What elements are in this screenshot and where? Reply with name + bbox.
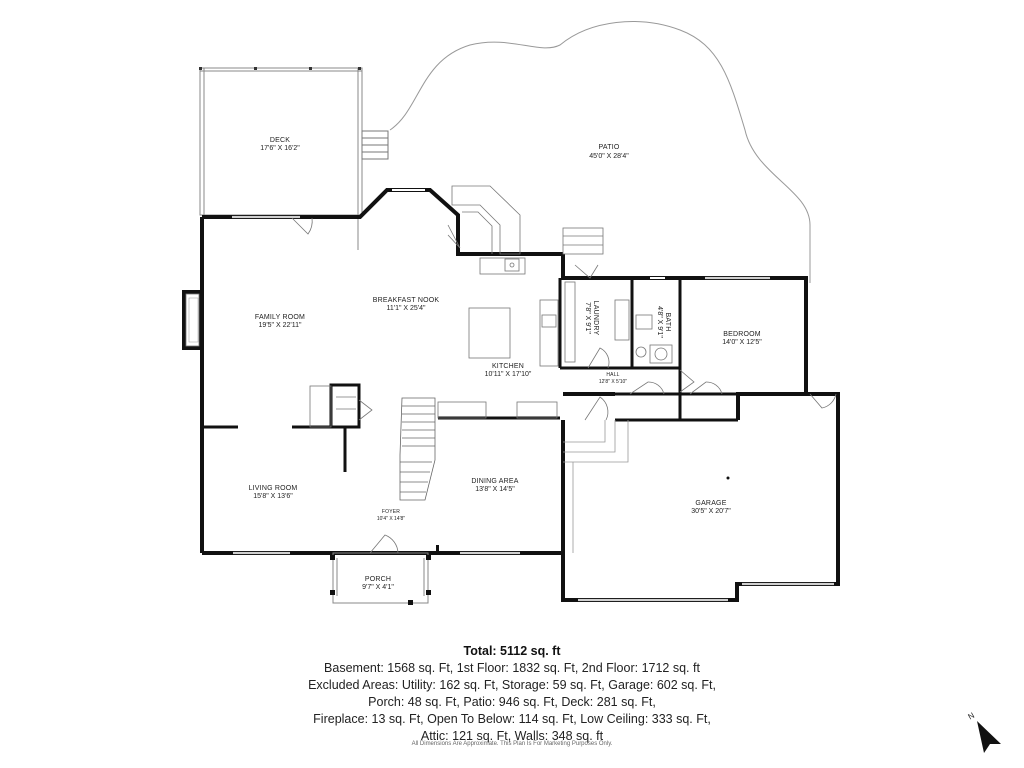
family-room-label: FAMILY ROOM: [255, 314, 305, 321]
door-marker: [436, 545, 439, 553]
breakfast-nook-dimensions: 11'1" X 25'4": [386, 305, 426, 312]
summary-line-excluded: Excluded Areas: Utility: 162 sq. Ft, Sto…: [308, 678, 716, 692]
porch: [330, 552, 431, 605]
garage-drain-marker: [726, 476, 730, 480]
porch-label: PORCH: [365, 576, 391, 583]
patio-dimensions: 45'0" X 28'4": [589, 153, 629, 160]
closet-shelves: [309, 385, 356, 428]
main-staircase: [399, 397, 436, 501]
floor-plan: DECK 17'6" X 16'2" PATIO 45'0" X 28'4" F…: [182, 21, 840, 605]
kitchen-counters: [437, 185, 559, 419]
fireplace: [182, 290, 202, 350]
summary-line-floors: Basement: 1568 sq. Ft, 1st Floor: 1832 s…: [324, 661, 700, 675]
laundry-dimensions: 7'8" X 9'1": [584, 302, 591, 334]
bath-label: BATH: [664, 313, 671, 332]
deck-label: DECK: [270, 137, 290, 144]
disclaimer: All Dimensions Are Approximate. This Pla…: [411, 741, 613, 747]
living-room-label: LIVING ROOM: [249, 485, 298, 492]
summary-line-attic-walls: Attic: 121 sq. Ft, Walls: 348 sq. ft: [420, 729, 604, 743]
foyer-label: FOYER: [382, 509, 400, 515]
north-arrow-icon: N: [967, 711, 1001, 753]
porch-dimensions: 9'7" X 4'1": [362, 584, 394, 591]
bedroom-dimensions: 14'0" X 12'5": [722, 339, 762, 346]
breakfast-nook-label: BREAKFAST NOOK: [373, 297, 440, 304]
patio-label: PATIO: [599, 144, 620, 151]
family-room-dimensions: 19'5" X 22'11": [259, 322, 302, 329]
living-room-dimensions: 15'8" X 13'6": [253, 493, 293, 500]
sink-icon: [504, 258, 520, 272]
patio-steps: [562, 227, 604, 255]
window-frames: [232, 215, 834, 602]
hall-dimensions: 12'8" X 5'10": [599, 379, 627, 385]
patio-outline: [389, 21, 811, 283]
door-swings: [291, 217, 837, 554]
bath-dimensions: 4'8" X 9'1": [656, 306, 663, 338]
deck-stairs: [361, 130, 389, 160]
interior-walls: [202, 278, 738, 472]
bedroom-label: BEDROOM: [723, 331, 761, 338]
laundry-label: LAUNDRY: [592, 301, 599, 336]
dining-area-dimensions: 13'8" X 14'5": [475, 486, 515, 493]
kitchen-dimensions: 10'11" X 17'10": [485, 371, 532, 378]
deck-outline: [199, 67, 363, 250]
area-summary: Total: 5112 sq. ft Basement: 1568 sq. Ft…: [0, 643, 1024, 745]
deck-dimensions: 17'6" X 16'2": [260, 145, 300, 152]
foyer-dimensions: 10'4" X 14'8": [377, 516, 405, 522]
garage-dimensions: 30'5" X 20'7": [691, 508, 731, 515]
garage-label: GARAGE: [695, 500, 726, 507]
summary-line-other: Fireplace: 13 sq. Ft, Open To Below: 114…: [313, 712, 711, 726]
laundry-fixtures: [564, 281, 673, 364]
garage-steps: [563, 420, 629, 553]
windows: [232, 189, 834, 601]
total-area: Total: 5112 sq. ft: [463, 644, 561, 658]
dining-area-label: DINING AREA: [471, 478, 518, 485]
hall-label: HALL: [606, 372, 619, 378]
summary-line-outdoor: Porch: 48 sq. Ft, Patio: 946 sq. Ft, Dec…: [368, 695, 656, 709]
kitchen-label: KITCHEN: [492, 363, 524, 370]
north-label: N: [967, 711, 977, 722]
deck-posts: [199, 67, 361, 70]
